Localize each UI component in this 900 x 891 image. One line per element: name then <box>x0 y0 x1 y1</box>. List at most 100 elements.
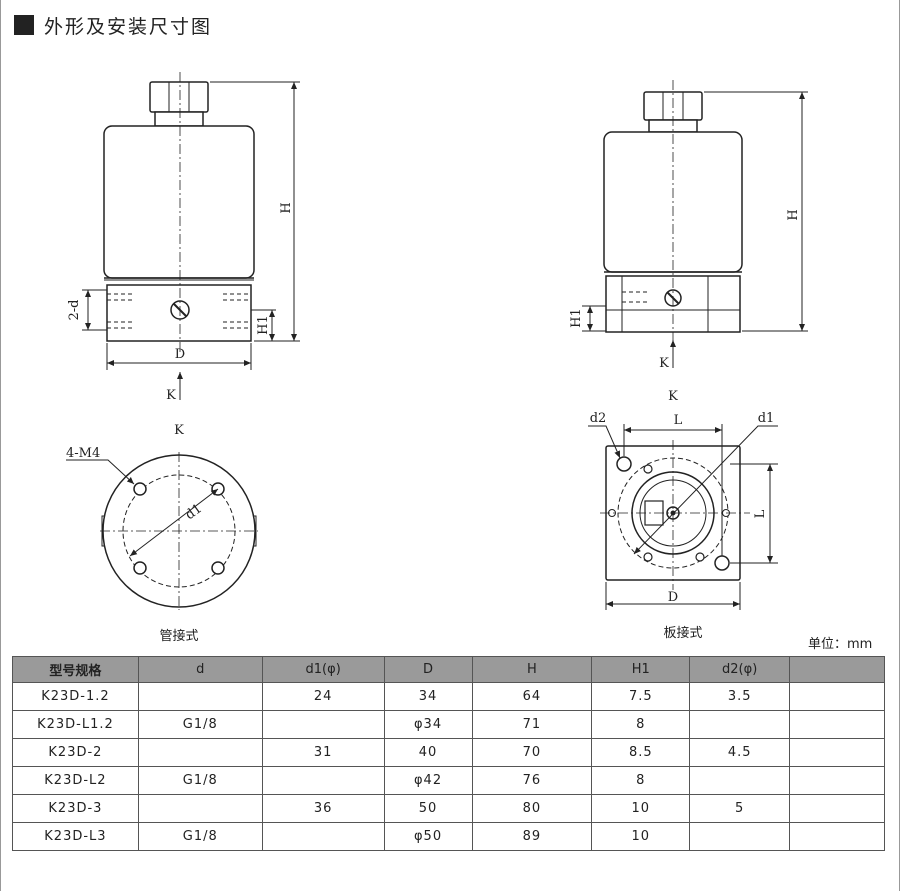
table-cell: K23D-2 <box>12 738 139 767</box>
table-header-cell: d2(φ) <box>689 656 791 683</box>
label-d2: d2 <box>590 411 607 426</box>
table-cell: G1/8 <box>137 766 263 795</box>
caption-pipe: 管接式 <box>159 628 198 644</box>
mount-hole <box>133 482 147 496</box>
d2-hole <box>616 456 632 472</box>
table-header-cell: H1 <box>591 656 691 683</box>
table-cell: 34 <box>383 682 473 711</box>
left-side-view <box>103 72 255 352</box>
table-cell: 31 <box>261 738 385 767</box>
table-cell: 89 <box>471 822 593 851</box>
table-cell: 10 <box>591 794 691 823</box>
mount-hole <box>133 561 147 575</box>
table-cell <box>137 794 263 823</box>
table-cell <box>137 682 263 711</box>
table-cell: 7.5 <box>591 682 691 711</box>
table-cell: 71 <box>471 710 593 739</box>
dim-L-vertical: L <box>753 509 768 518</box>
dim-L-horizontal: L <box>674 413 683 428</box>
caption-plate: 板接式 <box>663 625 702 641</box>
fitting-neck <box>154 111 204 127</box>
square-bullet-icon <box>14 15 34 35</box>
right-bottom-view <box>588 424 778 610</box>
table-cell: 24 <box>261 682 385 711</box>
table-cell <box>261 822 385 851</box>
table-cell: G1/8 <box>137 822 263 851</box>
mount-hole <box>211 561 225 575</box>
table-cell <box>689 822 791 851</box>
table-header-cell: H <box>471 656 593 683</box>
table-cell: φ34 <box>383 710 473 739</box>
mount-hole-small <box>643 552 653 562</box>
table-header-cell: D <box>383 656 473 683</box>
section-title: 外形及安装尺寸图 <box>44 15 213 38</box>
table-header-cell: d1(φ) <box>261 656 385 683</box>
dim-H1-right: H1 <box>569 308 584 328</box>
table-cell: 10 <box>591 822 691 851</box>
table-cell: K23D-1.2 <box>12 682 139 711</box>
table-cell <box>689 710 791 739</box>
dim-2d-left: 2-d <box>67 300 82 321</box>
table-cell: 3.5 <box>689 682 791 711</box>
table-cell <box>789 738 885 767</box>
dim-H-left: H <box>279 202 294 213</box>
table-cell: 80 <box>471 794 593 823</box>
table-header-cell: 型号规格 <box>12 656 139 683</box>
table-cell <box>689 766 791 795</box>
section-header: 外形及安装尺寸图 <box>14 14 213 38</box>
table-cell: K23D-L1.2 <box>12 710 139 739</box>
right-side-view <box>603 80 743 342</box>
table-header-cell: d <box>137 656 263 683</box>
table-cell: 76 <box>471 766 593 795</box>
table-cell: φ42 <box>383 766 473 795</box>
table-cell: φ50 <box>383 822 473 851</box>
left-bottom-view <box>66 452 258 610</box>
table-cell: 8.5 <box>591 738 691 767</box>
table-cell <box>261 766 385 795</box>
table-cell: 8 <box>591 710 691 739</box>
table-cell: 64 <box>471 682 593 711</box>
dim-D-left: D <box>175 347 185 362</box>
dim-K-right: K <box>659 356 669 371</box>
table-cell: K23D-L2 <box>12 766 139 795</box>
table-cell <box>789 794 885 823</box>
table-cell <box>261 710 385 739</box>
mount-hole-small <box>643 464 653 474</box>
table-cell <box>789 682 885 711</box>
dim-K-left: K <box>166 388 176 403</box>
mount-hole-small <box>695 552 705 562</box>
table-cell <box>789 710 885 739</box>
table-header-row: 型号规格 d d1(φ) D H H1 d2(φ) <box>12 656 885 683</box>
table-cell: 8 <box>591 766 691 795</box>
unit-note: 单位：mm <box>808 637 873 652</box>
table-header-cell <box>789 656 885 683</box>
technical-drawing: H 2-d H1 D K K 4-M4 d1 管接式 <box>66 72 808 644</box>
d2-hole <box>714 555 730 571</box>
table-cell: 70 <box>471 738 593 767</box>
table-cell: G1/8 <box>137 710 263 739</box>
table-cell: K23D-L3 <box>12 822 139 851</box>
label-d1-right: d1 <box>758 411 775 426</box>
dim-H1-left: H1 <box>256 315 271 335</box>
table-cell: 36 <box>261 794 385 823</box>
dim-D-right: D <box>668 590 678 605</box>
table-cell <box>789 766 885 795</box>
dim-H-right: H <box>786 209 801 220</box>
table-cell: 5 <box>689 794 791 823</box>
table-cell <box>789 822 885 851</box>
dim-K-bottom-left: K <box>174 423 184 438</box>
table-cell <box>137 738 263 767</box>
table-cell: 50 <box>383 794 473 823</box>
table-cell: 4.5 <box>689 738 791 767</box>
table-cell: K23D-3 <box>12 794 139 823</box>
hex-fitting <box>149 81 209 113</box>
valve-body <box>103 125 255 279</box>
